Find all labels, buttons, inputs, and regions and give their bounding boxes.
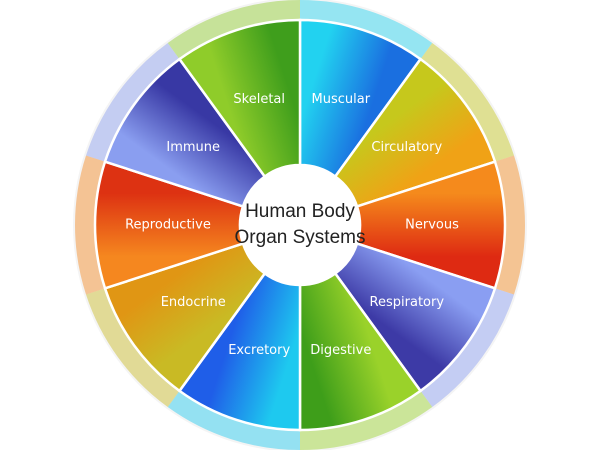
rim-endocrine (86, 288, 180, 408)
label-endocrine: Endocrine (161, 295, 226, 310)
label-digestive: Digestive (310, 343, 371, 358)
label-immune: Immune (166, 140, 220, 155)
center-title-line2: Organ Systems (235, 227, 366, 248)
center-title-line1: Human Body (245, 201, 355, 222)
label-reproductive: Reproductive (125, 218, 211, 233)
segment-ring (93, 18, 507, 432)
label-nervous: Nervous (405, 218, 459, 233)
label-muscular: Muscular (312, 92, 371, 107)
rim-immune (86, 42, 180, 162)
label-respiratory: Respiratory (370, 295, 445, 310)
center-circle (240, 165, 360, 285)
label-excretory: Excretory (228, 343, 290, 358)
segment-labels: MuscularCirculatoryNervousRespiratoryDig… (125, 92, 459, 358)
label-skeletal: Skeletal (233, 92, 285, 107)
label-circulatory: Circulatory (371, 140, 442, 155)
rim-circulatory (420, 42, 514, 162)
center-hub: Human Body Organ Systems (235, 165, 366, 285)
rim-respiratory (420, 288, 514, 408)
